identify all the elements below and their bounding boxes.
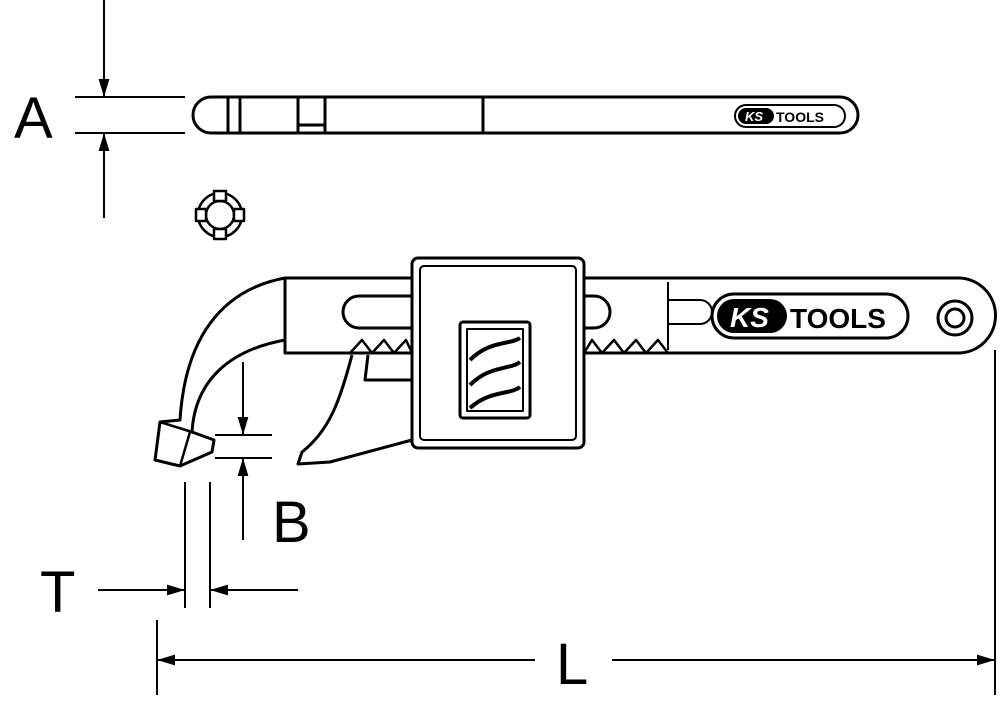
hook-wrench: KS TOOLS [153,256,997,468]
label-t: T [40,560,75,625]
dimension-a: A [14,0,185,218]
side-view-bar: KS TOOLS [191,95,860,135]
dimension-b: B [215,362,311,555]
logo-tools-text: TOOLS [776,109,824,125]
label-l: L [556,632,588,697]
label-b: B [272,490,311,555]
pin-section-icon [194,189,246,241]
logo-large: KS TOOLS [710,292,910,340]
logo-ks-text: KS [745,109,763,124]
logo-tools-text-large: TOOLS [790,303,886,334]
label-a: A [14,86,53,151]
dimension-t: T [40,482,298,625]
dimension-l: L [156,350,996,697]
logo-ks-text-large: KS [730,302,769,333]
logo-small: KS TOOLS [734,104,846,128]
